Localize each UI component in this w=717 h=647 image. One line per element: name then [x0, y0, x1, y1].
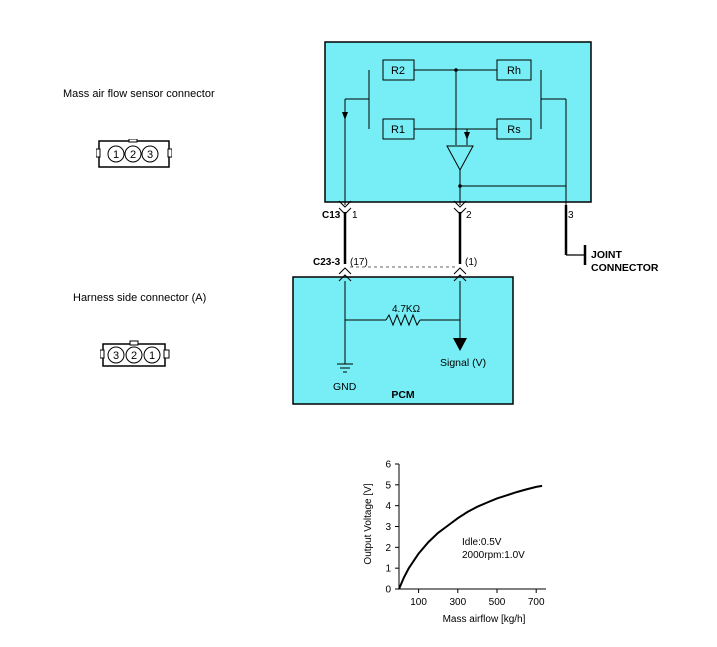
resistor-rh: [496, 59, 532, 81]
resistor-r1: [382, 118, 415, 140]
chart-y-tick-label: 6: [385, 460, 391, 471]
harness-connector-icon: 3 2 1: [100, 340, 170, 367]
chart-y-tick-label: 0: [385, 585, 391, 596]
sensor-pin-2: 2: [130, 149, 136, 161]
chart-y-tick-label: 5: [385, 480, 391, 491]
pcm-title: PCM: [391, 389, 415, 401]
c13-pin-2-label: 2: [466, 210, 472, 221]
chart-x-tick-label: 700: [528, 597, 545, 608]
harness-pin-2: 2: [131, 350, 137, 362]
joint-connector-label-2: CONNECTOR: [591, 262, 659, 274]
resistor-r2: [382, 59, 415, 81]
harness-connector-label: Harness side connector (A): [73, 292, 207, 304]
signal-arrow-icon: [453, 338, 467, 351]
c23-pin-17-label: (17): [350, 257, 368, 268]
chart-y-tick-label: 3: [385, 522, 391, 533]
pull-resistor-icon: [385, 313, 421, 327]
amplifier-icon: [446, 145, 474, 172]
harness-pin-1: 1: [149, 350, 155, 362]
sensor-pin-3: 3: [147, 149, 153, 161]
sensor-box: [324, 41, 592, 203]
chart-x-tick-label: 100: [410, 597, 427, 608]
resistor-r1-label: R1: [391, 124, 405, 136]
sensor-connector-icon: 1 2 3: [96, 139, 172, 168]
c13-pin-1-label: 1: [352, 210, 358, 221]
sensor-connector-label: Mass air flow sensor connector: [63, 88, 215, 100]
output-voltage-chart: Output Voltage [V] Mass airflow [kg/h] 0…: [363, 460, 546, 625]
resistor-rs-label: Rs: [507, 124, 521, 136]
c23-connector-label: C23-3: [313, 257, 341, 268]
c13-terminal-icons: [338, 200, 467, 215]
resistor-rh-label: Rh: [507, 65, 521, 77]
chart-annotation-2000rpm: 2000rpm:1.0V: [462, 550, 525, 561]
c13-pin-3-label: 3: [568, 210, 574, 221]
chart-y-tick-label: 4: [385, 501, 391, 512]
chart-y-tick-label: 1: [385, 564, 391, 575]
c13-connector-label: C13: [322, 210, 341, 221]
sensor-pin-1: 1: [113, 149, 119, 161]
joint-connector-label-1: JOINT: [591, 249, 623, 261]
chart-series-line: [398, 484, 543, 590]
chart-x-tick-label: 300: [449, 597, 466, 608]
c23-pin-1-label: (1): [465, 257, 477, 268]
chart-x-tick-label: 500: [489, 597, 506, 608]
chart-y-tick-label: 2: [385, 543, 391, 554]
resistor-rs: [496, 118, 532, 140]
chart-y-axis-label: Output Voltage [V]: [363, 483, 374, 564]
circuit-diagram: R2 Rh R1 Rs C13 1 2 3 JOINT CONNECTOR C2…: [292, 41, 659, 405]
chart-annotation-idle: Idle:0.5V: [462, 537, 502, 548]
pull-resistor-label: 4.7KΩ: [392, 304, 421, 315]
c23-terminal-icons: [338, 267, 467, 282]
pcm-box: [292, 276, 514, 405]
gnd-label: GND: [333, 381, 357, 393]
chart-x-axis-label: Mass airflow [kg/h]: [443, 614, 526, 625]
signal-label: Signal (V): [440, 357, 486, 369]
harness-pin-3: 3: [113, 350, 119, 362]
resistor-r2-label: R2: [391, 65, 405, 77]
